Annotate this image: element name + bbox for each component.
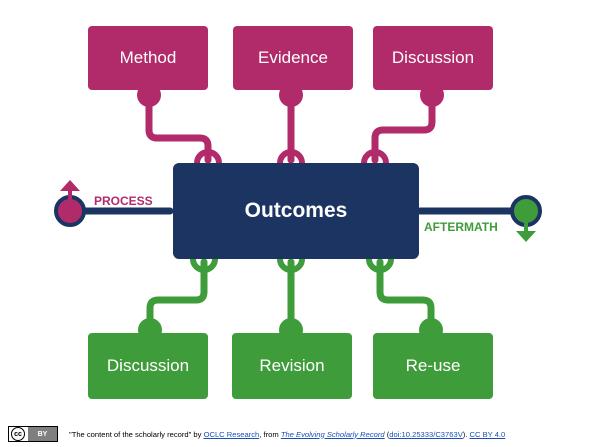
cc-mark: cc bbox=[11, 427, 25, 441]
connector-discussion-top bbox=[371, 93, 436, 164]
cc-license-icon[interactable]: cc BY bbox=[8, 426, 58, 442]
aftermath-label: AFTERMATH bbox=[424, 220, 498, 234]
discussion-top-label: Discussion bbox=[391, 48, 475, 67]
socket-arc bbox=[277, 149, 305, 164]
connector-reuse bbox=[376, 258, 435, 331]
reuse-label: Re-use bbox=[405, 356, 461, 375]
reuse-box: Re-use bbox=[373, 333, 493, 399]
revision-box: Revision bbox=[232, 333, 352, 399]
aftermath-node bbox=[510, 195, 542, 242]
attribution-by: by bbox=[191, 429, 204, 439]
method-label: Method bbox=[119, 48, 177, 67]
oclc-research-link[interactable]: OCLC Research bbox=[203, 429, 260, 439]
method-box: Method bbox=[88, 26, 208, 90]
report-title-link[interactable]: The Evolving Scholarly Record bbox=[280, 429, 385, 439]
discussion-top-box: Discussion bbox=[373, 26, 493, 90]
doi-link[interactable]: doi:10.25333/C3763V bbox=[389, 429, 463, 439]
attribution-quote: "The content of the scholarly record" bbox=[69, 429, 192, 439]
socket-arc bbox=[277, 258, 305, 273]
connector-discussion-bottom bbox=[146, 258, 208, 331]
socket-arc bbox=[190, 258, 218, 273]
socket-arc bbox=[194, 149, 222, 164]
attribution-line: cc BY "The content of the scholarly reco… bbox=[8, 425, 593, 443]
discussion-bottom-label: Discussion bbox=[106, 356, 190, 375]
doi-open: ( bbox=[384, 429, 390, 439]
outcomes-label: Outcomes bbox=[244, 199, 348, 222]
attribution-from: , from bbox=[259, 429, 281, 439]
evidence-box: Evidence bbox=[233, 26, 353, 90]
socket-arc bbox=[361, 149, 389, 164]
process-node bbox=[54, 180, 86, 227]
doi-close: ). bbox=[462, 429, 470, 439]
cc-by-mark: BY bbox=[28, 427, 57, 441]
discussion-bottom-box: Discussion bbox=[88, 333, 208, 399]
revision-label: Revision bbox=[259, 356, 325, 375]
connector-method bbox=[145, 93, 212, 164]
license-link[interactable]: CC BY 4.0 bbox=[469, 429, 506, 439]
process-label: PROCESS bbox=[94, 194, 153, 208]
socket-arc bbox=[366, 258, 394, 273]
outcomes-box: Outcomes bbox=[173, 163, 419, 259]
evidence-label: Evidence bbox=[258, 48, 328, 67]
